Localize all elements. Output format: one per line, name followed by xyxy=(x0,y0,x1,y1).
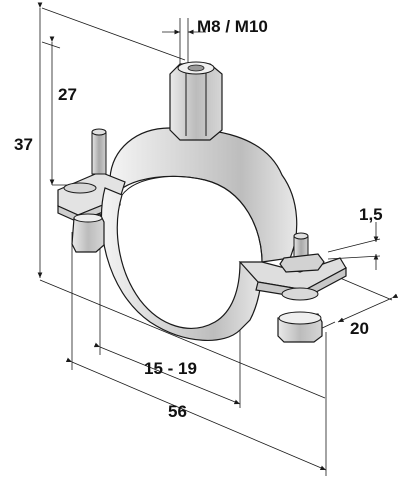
left-screw xyxy=(63,128,107,253)
hex-nut xyxy=(169,61,223,141)
right-screw xyxy=(277,232,325,343)
pipe-clamp xyxy=(57,61,347,343)
band-width-label: 20 xyxy=(350,319,369,338)
inner-height-label: 27 xyxy=(58,85,77,104)
thread-size-label: M8 / M10 xyxy=(197,17,268,36)
overall-width-label: 56 xyxy=(168,402,187,421)
dimension-labels: M8 / M10 27 37 1,5 20 15 - 19 56 xyxy=(14,17,383,421)
thickness-label: 1,5 xyxy=(359,205,383,224)
total-height-label: 37 xyxy=(14,135,33,154)
clamp-range-label: 15 - 19 xyxy=(144,359,197,378)
